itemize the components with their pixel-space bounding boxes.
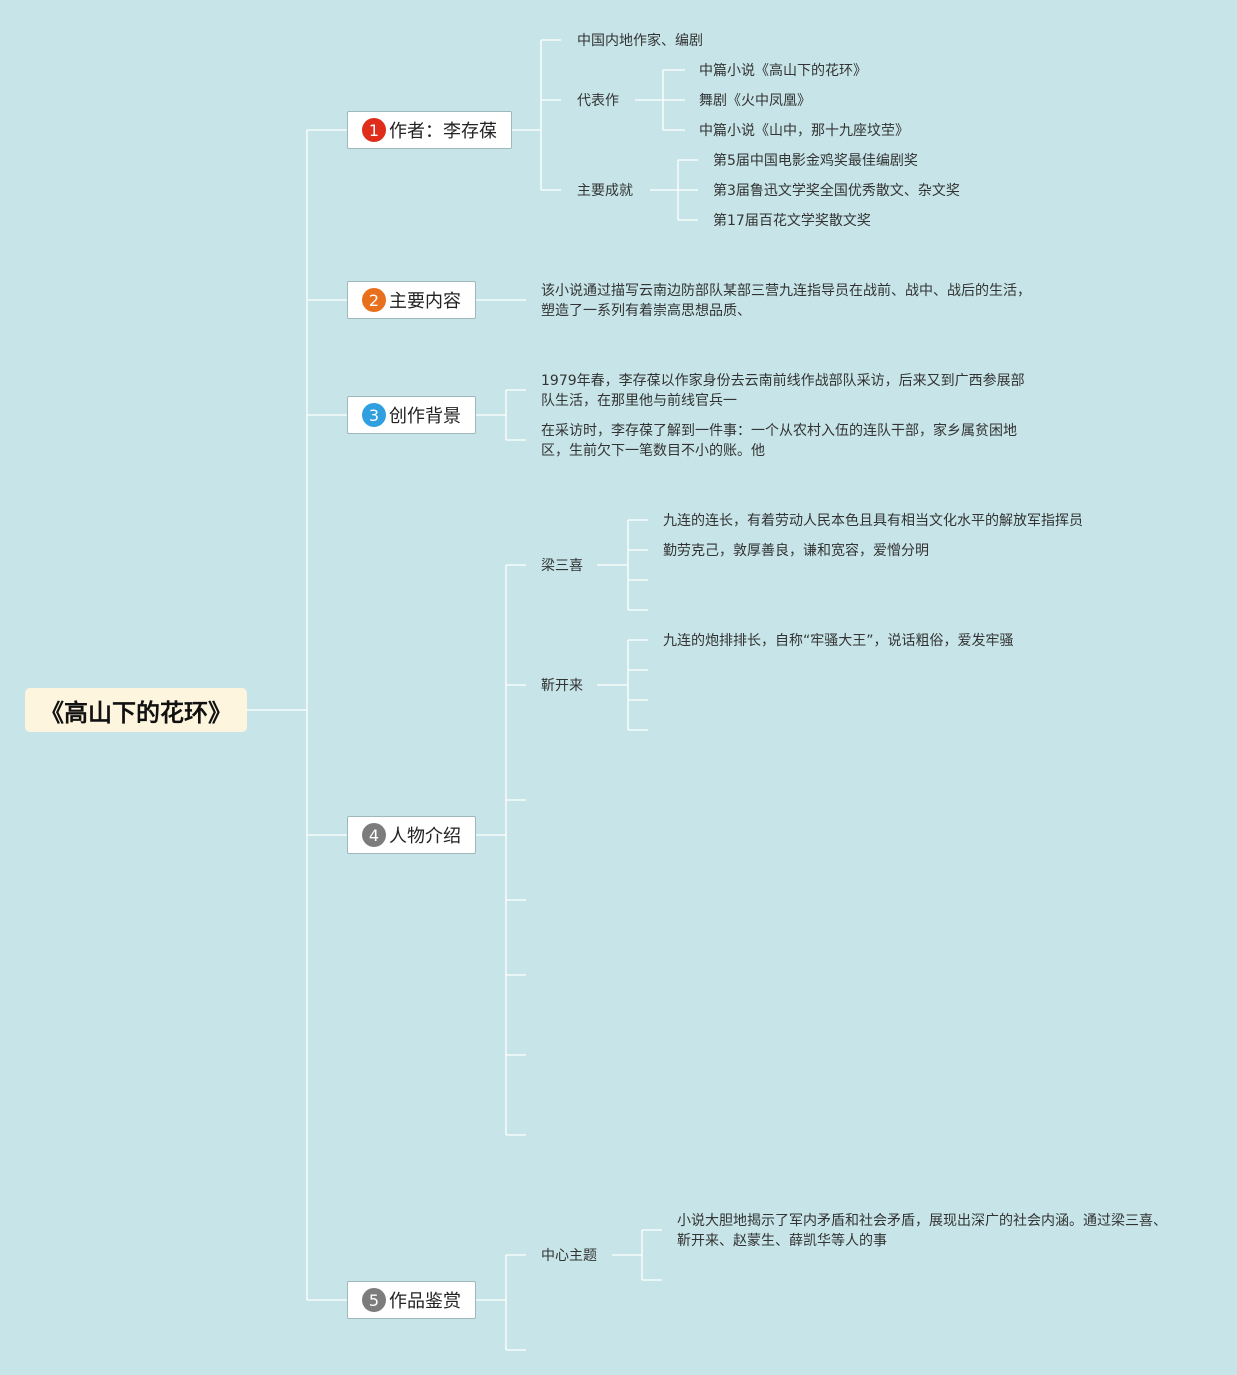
character-2-note-1[interactable]: 九连的炮排排长，自称“牢骚大王”，说话粗俗，爱发牢骚 [663, 633, 1014, 649]
topic-author[interactable]: 1 作者：李存葆 [347, 111, 512, 149]
achievements-label[interactable]: 主要成就 [577, 183, 633, 199]
topic-background-label: 创作背景 [389, 406, 461, 427]
work-item-1[interactable]: 中篇小说《高山下的花环》 [699, 63, 867, 79]
number-badge-4: 4 [362, 823, 386, 847]
root-title: 《高山下的花环》 [40, 698, 232, 727]
works-label[interactable]: 代表作 [577, 93, 619, 109]
achievement-item-3[interactable]: 第17届百花文学奖散文奖 [713, 213, 871, 229]
theme-text[interactable]: 小说大胆地揭示了军内矛盾和社会矛盾，展现出深广的社会内涵。通过梁三喜、靳开来、赵… [677, 1213, 1167, 1249]
background-paragraph-2[interactable]: 在采访时，李存葆了解到一件事：一个从农村入伍的连队干部，家乡属贫困地区，生前欠下… [541, 423, 1017, 459]
achievement-item-2[interactable]: 第3届鲁迅文学奖全国优秀散文、杂文奖 [713, 183, 960, 199]
topic-author-label: 作者：李存葆 [389, 121, 497, 142]
work-item-3[interactable]: 中篇小说《山中，那十九座坟茔》 [699, 123, 909, 139]
author-intro[interactable]: 中国内地作家、编剧 [577, 33, 703, 49]
character-name-1[interactable]: 梁三喜 [541, 558, 583, 574]
topic-content[interactable]: 2 主要内容 [347, 281, 476, 319]
number-badge-2: 2 [362, 288, 386, 312]
content-summary[interactable]: 该小说通过描写云南边防部队某部三营九连指导员在战前、战中、战后的生活，塑造了一系… [541, 283, 1031, 319]
work-item-2[interactable]: 舞剧《火中凤凰》 [699, 93, 811, 109]
achievement-item-1[interactable]: 第5届中国电影金鸡奖最佳编剧奖 [713, 153, 918, 169]
number-badge-5: 5 [362, 1288, 386, 1312]
character-name-2[interactable]: 靳开来 [541, 678, 583, 694]
character-1-note-1[interactable]: 九连的连长，有着劳动人民本色且具有相当文化水平的解放军指挥员 [663, 513, 1083, 529]
topic-appreciation-label: 作品鉴赏 [389, 1291, 461, 1312]
number-badge-1: 1 [362, 118, 386, 142]
number-badge-3: 3 [362, 403, 386, 427]
background-paragraph-1[interactable]: 1979年春，李存葆以作家身份去云南前线作战部队采访，后来又到广西参展部队生活，… [541, 373, 1025, 409]
topic-characters[interactable]: 4 人物介绍 [347, 816, 476, 854]
topic-characters-label: 人物介绍 [389, 826, 461, 847]
character-1-note-2[interactable]: 勤劳克己，敦厚善良，谦和宽容，爱憎分明 [663, 543, 929, 559]
theme-label[interactable]: 中心主题 [541, 1248, 597, 1264]
topic-content-label: 主要内容 [389, 291, 461, 312]
root-topic[interactable]: 《高山下的花环》 [25, 688, 247, 732]
topic-background[interactable]: 3 创作背景 [347, 396, 476, 434]
topic-appreciation[interactable]: 5 作品鉴赏 [347, 1281, 476, 1319]
